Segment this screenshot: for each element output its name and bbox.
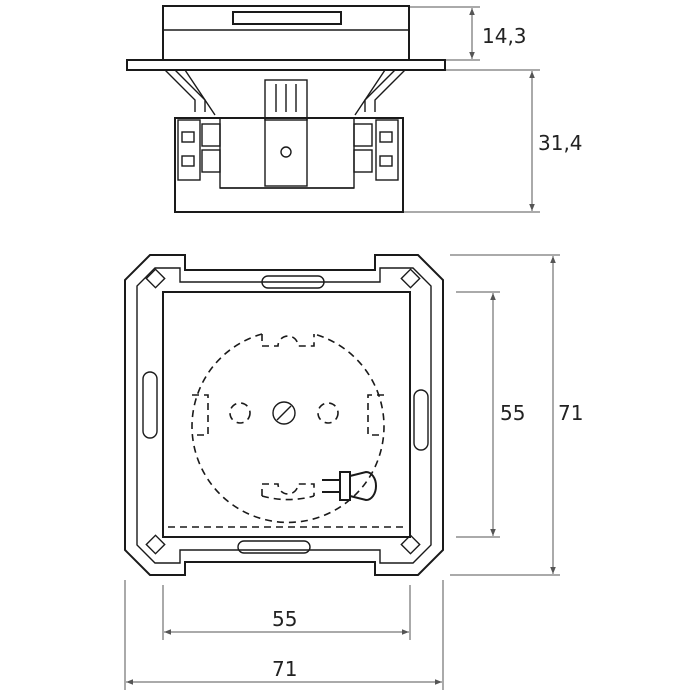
side-cover-slot: [232, 11, 342, 25]
front-centre-plate: [162, 291, 411, 538]
dim-front-inner-height: 55: [456, 291, 525, 538]
dim-front-outer-height-label: 71: [558, 401, 583, 425]
dim-side-top: 14,3: [410, 6, 527, 61]
plug-icon: [322, 470, 377, 502]
corner-screw-holes: [145, 268, 421, 555]
front-outer-frame: [124, 254, 444, 576]
side-view: 14,3 31,4: [126, 5, 583, 213]
socket-holes: [229, 401, 339, 425]
dim-front-outer-width: 71: [124, 580, 444, 690]
front-view: 55 71 55 71: [124, 254, 583, 690]
side-cover: [162, 5, 410, 61]
dim-side-body-label: 31,4: [538, 131, 583, 155]
side-mounting-plate: [126, 59, 446, 71]
front-frame-inner-edge: [136, 267, 432, 564]
dim-front-outer-width-label: 71: [272, 657, 297, 681]
mounting-slots: [142, 275, 429, 554]
dim-front-outer-height: 71: [450, 254, 583, 576]
socket-outline: [168, 333, 405, 528]
dim-front-inner-height-label: 55: [500, 401, 525, 425]
dim-side-body: 31,4: [404, 69, 583, 213]
side-body: [174, 117, 404, 213]
dim-side-top-label: 14,3: [482, 24, 527, 48]
dim-front-inner-width: 55: [162, 585, 411, 640]
side-claws: [164, 69, 406, 121]
dim-front-inner-width-label: 55: [272, 607, 297, 631]
